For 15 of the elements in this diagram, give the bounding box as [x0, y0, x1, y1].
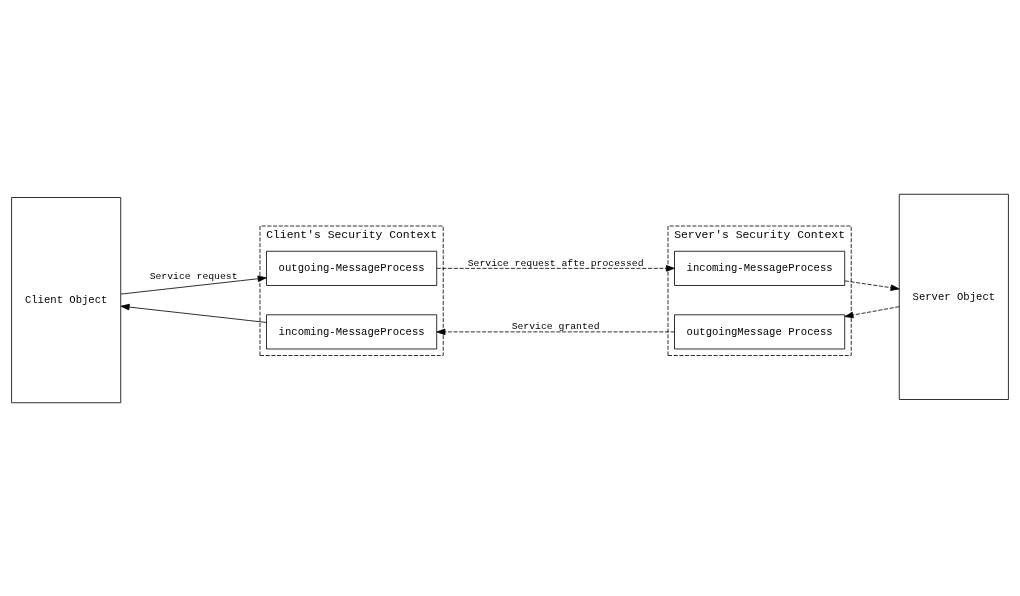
node-box: incoming-MessageProcess: [674, 250, 846, 286]
node-box: outgoing-MessageProcess: [266, 250, 438, 286]
node-box: Server Object: [898, 193, 1009, 400]
edge-label: Service request afte processed: [467, 257, 644, 269]
node-box: outgoingMessage Process: [674, 313, 846, 349]
arrow: [436, 264, 675, 272]
edge-label: Service granted: [511, 320, 600, 332]
arrow: [844, 305, 900, 318]
arrow: [436, 328, 675, 335]
node-box: Client Object: [11, 196, 122, 403]
arrow: [120, 303, 267, 323]
edge-label: Service request: [149, 270, 238, 282]
node-box: incoming-MessageProcess: [266, 313, 438, 349]
arrow: [844, 279, 900, 291]
arrow: [120, 275, 267, 294]
